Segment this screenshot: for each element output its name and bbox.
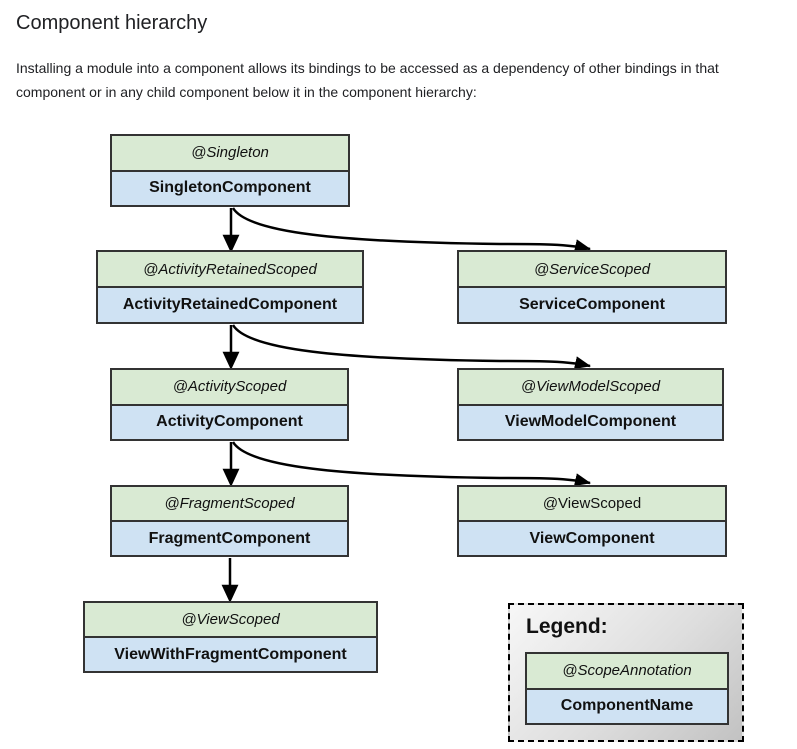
scope-annotation-label: @ActivityScoped <box>112 370 347 404</box>
component-name-label: ViewModelComponent <box>459 403 722 439</box>
legend-box: Legend: @ScopeAnnotation ComponentName <box>508 603 744 742</box>
scope-annotation-label: @Singleton <box>112 136 348 170</box>
node-service-component: @ServiceScoped ServiceComponent <box>457 250 727 324</box>
arrow-activity-to-view <box>231 441 591 487</box>
arrowhead <box>221 584 239 603</box>
node-activity-retained-component: @ActivityRetainedScoped ActivityRetained… <box>96 250 364 324</box>
legend-component-name-label: ComponentName <box>527 687 727 723</box>
page-description: Installing a module into a component all… <box>16 60 719 100</box>
component-name-label: ViewComponent <box>459 520 725 555</box>
scope-annotation-label: @FragmentScoped <box>112 487 347 520</box>
node-fragment-component: @FragmentScoped FragmentComponent <box>110 485 349 557</box>
scope-annotation-label: @ActivityRetainedScoped <box>98 252 362 286</box>
scope-annotation-label: @ServiceScoped <box>459 252 725 286</box>
legend-title: Legend: <box>526 615 608 638</box>
scope-annotation-label: @ViewScoped <box>85 603 376 636</box>
legend-sample-node: @ScopeAnnotation ComponentName <box>525 652 729 725</box>
arrowhead <box>222 468 240 487</box>
node-view-model-component: @ViewModelScoped ViewModelComponent <box>457 368 724 441</box>
arrow-activityretained-to-viewmodel <box>231 324 591 370</box>
legend-scope-annotation-label: @ScopeAnnotation <box>527 654 727 688</box>
node-activity-component: @ActivityScoped ActivityComponent <box>110 368 349 441</box>
node-view-with-fragment-component: @ViewScoped ViewWithFragmentComponent <box>83 601 378 673</box>
arrow-singleton-to-service <box>231 207 591 253</box>
component-name-label: ServiceComponent <box>459 286 725 322</box>
scope-annotation-label: @ViewModelScoped <box>459 370 722 404</box>
component-name-label: FragmentComponent <box>112 520 347 555</box>
node-view-component: @ViewScoped ViewComponent <box>457 485 727 557</box>
component-name-label: SingletonComponent <box>112 169 348 205</box>
page-title: Component hierarchy <box>16 12 208 34</box>
arrowhead <box>222 234 240 253</box>
scope-annotation-label: @ViewScoped <box>459 487 725 520</box>
node-singleton-component: @Singleton SingletonComponent <box>110 134 350 207</box>
arrowhead <box>222 351 240 370</box>
component-name-label: ActivityComponent <box>112 403 347 439</box>
component-name-label: ViewWithFragmentComponent <box>85 636 376 671</box>
component-name-label: ActivityRetainedComponent <box>98 286 362 322</box>
